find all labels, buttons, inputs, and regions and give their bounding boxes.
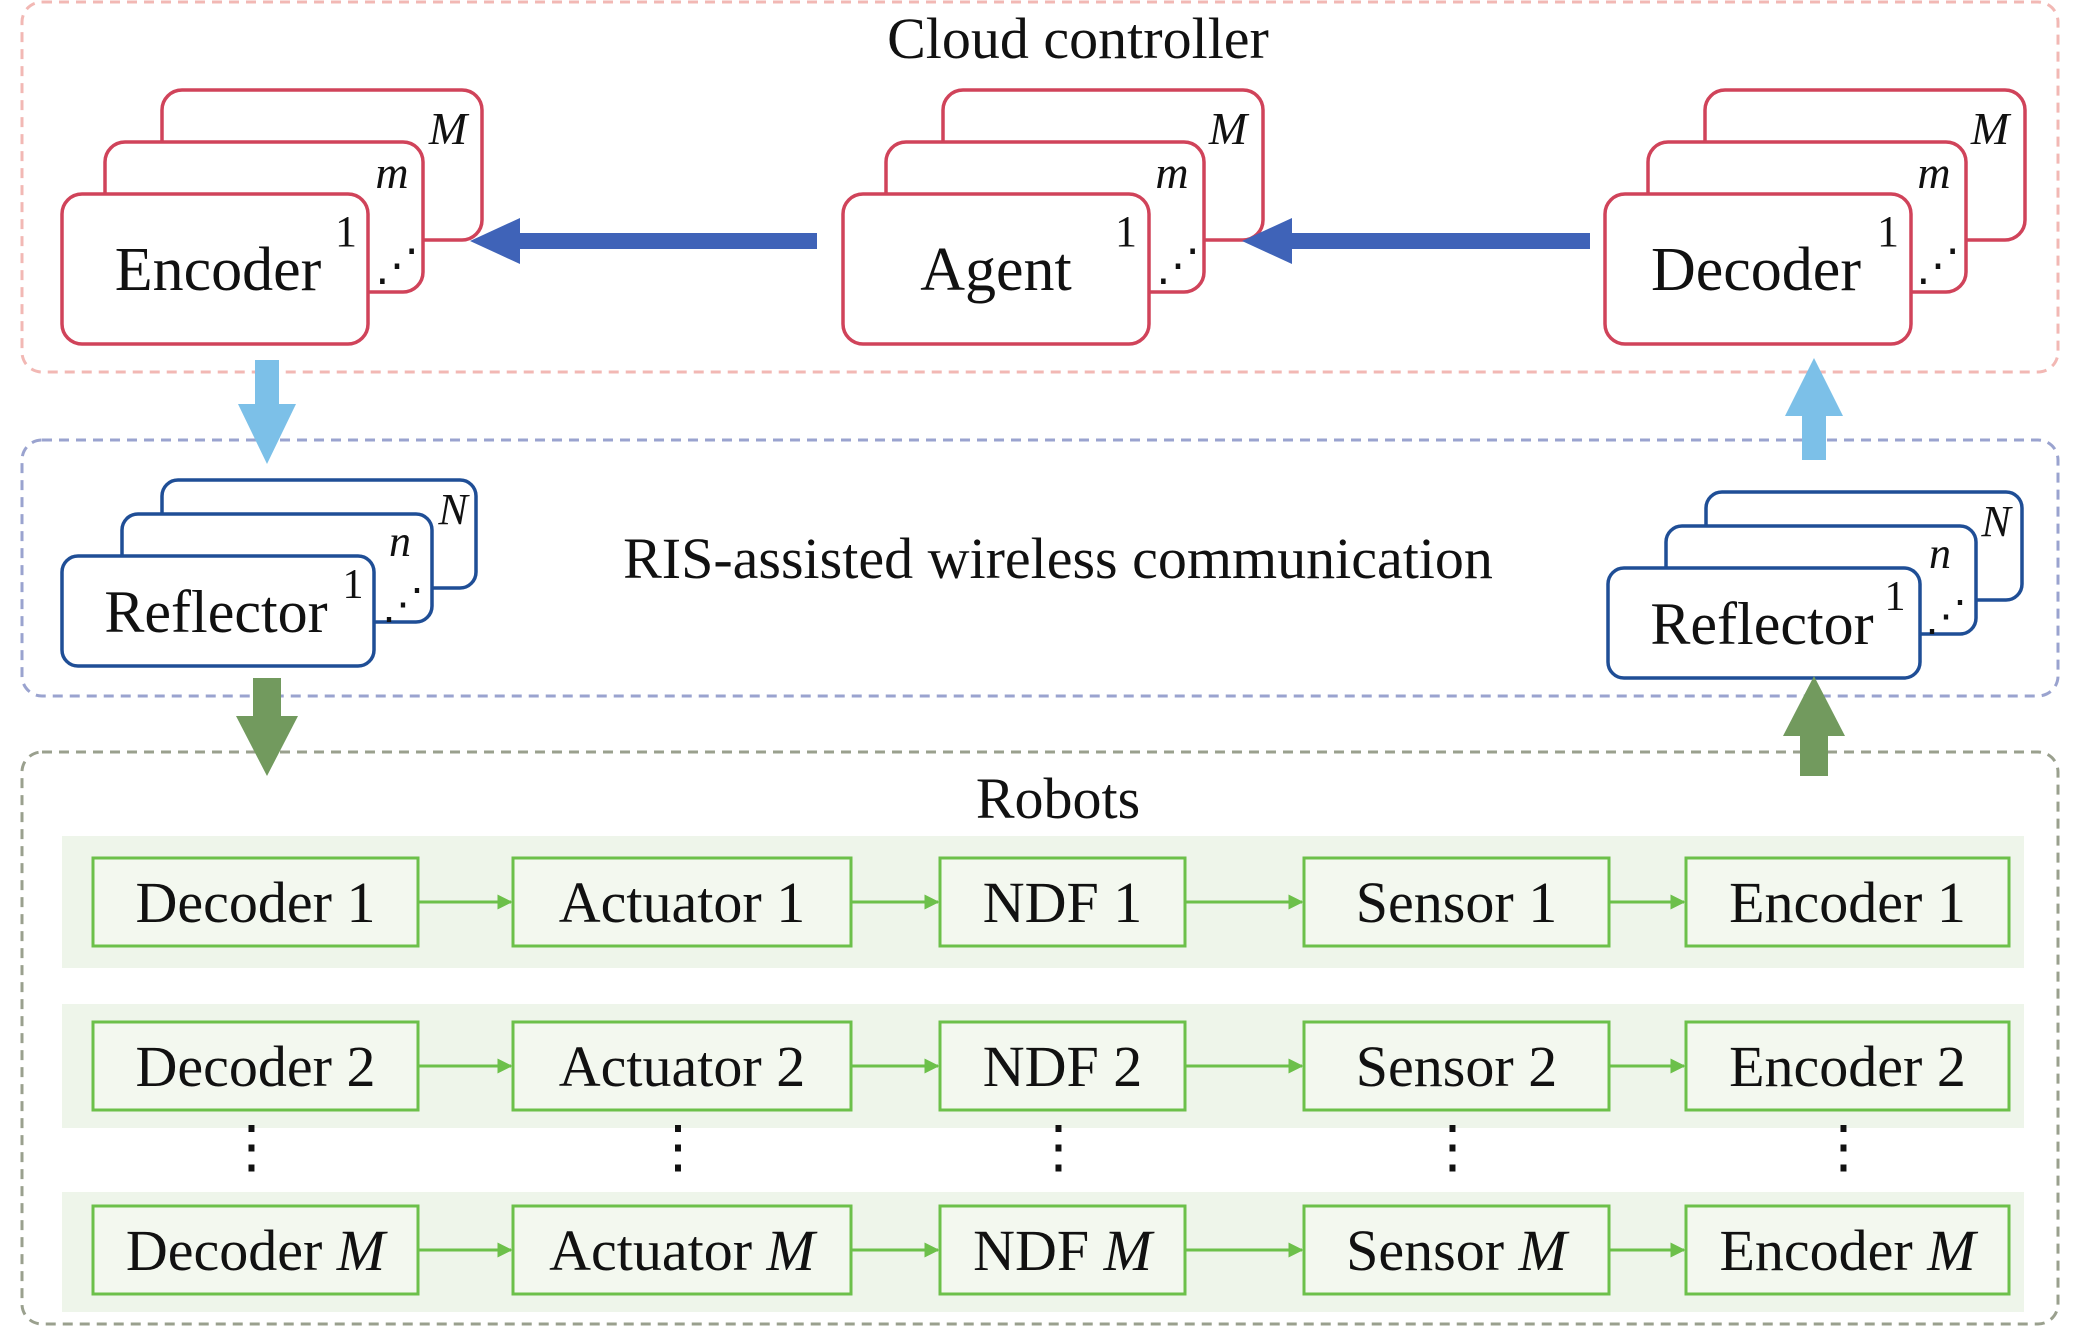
decoder-stack: M m 1 ⋰ Decoder: [1603, 88, 2027, 346]
robot-sensor-box: [1302, 1020, 1611, 1112]
robot-actuator-label: Actuator 1: [559, 870, 805, 935]
robot-vertical-ellipsis: ⋮: [223, 1114, 281, 1179]
robot-encoder-label: Encoder 1: [1729, 870, 1966, 935]
robot-encoder-box: [1684, 856, 2011, 948]
left-reflector-index-front: 1: [343, 562, 364, 608]
reflector-to-robots-arrow: [236, 678, 298, 776]
encoder-index-top: M: [428, 103, 470, 154]
robot-decoder-label: Decoder 1: [136, 870, 376, 935]
robot-encoder-box: [1684, 1020, 2011, 1112]
decoder-index-front: 1: [1877, 207, 1899, 256]
cloud-controller-region: [20, 0, 2060, 374]
robot-ndf-box: [938, 1020, 1187, 1112]
robot-decoder-label: Decoder M: [126, 1218, 388, 1283]
encoder-index-mid: m: [375, 147, 408, 198]
decoder-label: Decoder: [1651, 236, 1861, 304]
robot-actuator-label: Actuator 2: [559, 1034, 805, 1099]
agent-to-encoder-arrow: [470, 218, 817, 264]
robots-to-reflector-arrow: [1783, 676, 1845, 776]
encoder-to-reflector-arrow: [238, 360, 296, 464]
robot-vertical-ellipsis: ⋮: [1815, 1114, 1873, 1179]
encoder-index-front: 1: [335, 207, 357, 256]
robot-vertical-ellipsis: ⋮: [649, 1114, 707, 1179]
robot-actuator-box: [511, 1204, 853, 1296]
robot-sensor-box: [1302, 856, 1611, 948]
robot-ndf-label: NDF 1: [983, 870, 1143, 935]
left-reflector-label: Reflector: [104, 579, 327, 645]
robots-region: [20, 750, 2060, 1326]
robot-vertical-ellipsis: ⋮: [1424, 1114, 1482, 1179]
robot-encoder-label: Encoder M: [1719, 1218, 1978, 1283]
right-reflector-dots: ⋰: [1925, 594, 1967, 640]
ris-region: [20, 438, 2060, 698]
left-reflector-dots: ⋰: [382, 582, 424, 628]
robot-sensor-label: Sensor 2: [1356, 1034, 1557, 1099]
agent-index-top: M: [1208, 103, 1250, 154]
robot-decoder-box: [91, 1204, 420, 1296]
decoder-index-mid: m: [1917, 147, 1950, 198]
agent-label: Agent: [920, 236, 1072, 304]
decoder-to-agent-arrow: [1242, 218, 1590, 264]
robot-actuator-box: [511, 856, 853, 948]
robot-actuator-label: Actuator M: [549, 1218, 817, 1283]
left-reflector-index-mid: n: [389, 517, 411, 566]
left-reflector-stack: N n 1 ⋰ Reflector: [60, 478, 478, 668]
cloud-controller-title: Cloud controller: [887, 6, 1269, 71]
decoder-dots: ⋰: [1916, 241, 1960, 290]
robot-encoder-box: [1684, 1204, 2011, 1296]
ris-title: RIS-assisted wireless communication: [623, 526, 1493, 591]
agent-index-front: 1: [1115, 207, 1137, 256]
robot-sensor-label: Sensor 1: [1356, 870, 1557, 935]
right-reflector-index-front: 1: [1885, 574, 1906, 620]
robots-title: Robots: [976, 766, 1140, 831]
agent-stack: M m 1 ⋰ Agent: [841, 88, 1265, 346]
robot-vertical-ellipsis: ⋮: [1030, 1114, 1088, 1179]
encoder-label: Encoder: [115, 236, 322, 304]
robot-decoder-label: Decoder 2: [136, 1034, 376, 1099]
right-reflector-index-top: N: [1980, 497, 2013, 546]
decoder-index-top: M: [1970, 103, 2012, 154]
right-reflector-label: Reflector: [1650, 591, 1873, 657]
encoder-stack: M m 1 ⋰ Encoder: [60, 88, 484, 346]
robot-decoder-box: [91, 1020, 420, 1112]
robot-ndf-label: NDF M: [973, 1218, 1155, 1283]
robot-actuator-box: [511, 1020, 853, 1112]
robot-ndf-box: [938, 856, 1187, 948]
left-reflector-index-top: N: [437, 485, 470, 534]
right-reflector-index-mid: n: [1929, 529, 1951, 578]
robot-decoder-box: [91, 856, 420, 948]
agent-dots: ⋰: [1156, 241, 1200, 290]
reflector-to-decoder-arrow: [1785, 358, 1843, 460]
robot-encoder-label: Encoder 2: [1729, 1034, 1966, 1099]
robot-ndf-label: NDF 2: [983, 1034, 1143, 1099]
encoder-dots: ⋰: [375, 241, 419, 290]
robot-ndf-box: [938, 1204, 1187, 1296]
robot-sensor-box: [1302, 1204, 1611, 1296]
robot-rows: Decoder 1 Actuator 1 NDF 1 Sensor 1 Encoder …: [62, 836, 2024, 1312]
right-reflector-stack: N n 1 ⋰ Reflector: [1606, 490, 2024, 680]
robot-sensor-label: Sensor M: [1346, 1218, 1569, 1283]
agent-index-mid: m: [1155, 147, 1188, 198]
